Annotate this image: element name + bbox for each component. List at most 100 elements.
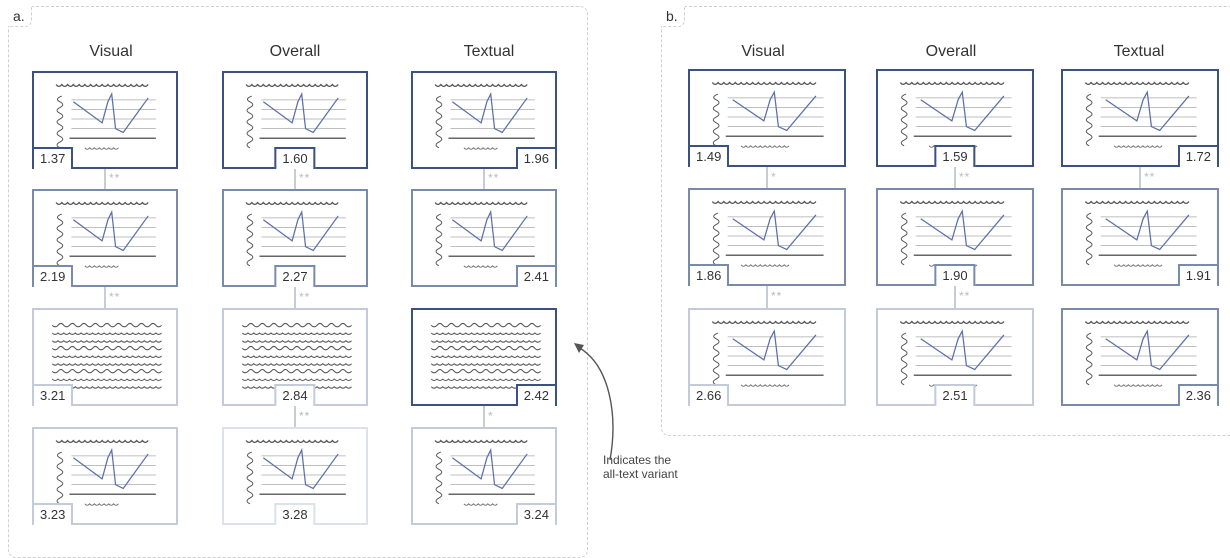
sketch-axis-squiggle [435, 213, 443, 267]
panel-b-card-r1-c3: 1.72 [1061, 69, 1219, 167]
sketch-axis-squiggle [435, 95, 443, 149]
sketch-axis-squiggle [900, 332, 908, 386]
sketch-caption-squiggle [463, 503, 498, 506]
panel-b-card-r2-c3: 1.91 [1061, 188, 1219, 286]
panel-b-score-r2-c2: 1.90 [934, 264, 976, 286]
sketch-text-line [430, 332, 541, 335]
sketch-title-squiggle [1084, 320, 1190, 325]
sketch-axis-squiggle [1085, 332, 1093, 386]
sketch-axis-squiggle [712, 212, 720, 266]
panel-a-card-sketch [434, 83, 535, 150]
panel-b-score-r3-c2: 2.51 [934, 384, 976, 406]
panel-b-significance-marker: ** [959, 289, 971, 303]
sketch-text-line [51, 339, 162, 343]
sketch-data-line [920, 329, 1005, 371]
panel-b-header-overall: Overall [925, 43, 977, 60]
panel-b-card-sketch [1084, 200, 1197, 267]
sketch-data-line [262, 91, 339, 134]
sketch-data-line [732, 329, 817, 371]
sketch-axis-squiggle [56, 213, 64, 267]
panel-a-card-sketch [241, 322, 352, 389]
sketch-data-line [1105, 329, 1190, 371]
sketch-axis-squiggle [246, 451, 254, 505]
panel-b-score-r3-c3: 2.36 [1177, 384, 1219, 406]
sketch-text-line [241, 362, 352, 366]
sketch-title-squiggle [434, 83, 528, 88]
panel-a-score-r4-c2: 3.28 [274, 503, 316, 525]
panel-b-card-r2-c1: 1.86 [688, 188, 846, 286]
panel-a-significance-marker: ** [109, 171, 121, 185]
sketch-axis-squiggle [56, 95, 64, 149]
panel-a-card-sketch [245, 201, 346, 268]
sketch-caption-squiggle [1113, 264, 1163, 267]
annotation-arrow [574, 343, 614, 461]
sketch-text-line [430, 355, 541, 359]
sketch-caption-squiggle [740, 264, 790, 267]
panel-a-score-r3-c1: 3.21 [32, 384, 74, 406]
panel-a-connector [294, 287, 296, 308]
panel-a-score-r1-c1: 1.37 [32, 147, 74, 169]
sketch-text-line [241, 378, 352, 382]
panel-b-card-r1-c2: 1.59 [876, 69, 1034, 167]
sketch-axis-squiggle [900, 212, 908, 266]
sketch-data-line [920, 209, 1005, 251]
panel-a-card-r3-c2: 2.84 [222, 308, 368, 406]
sketch-title-squiggle [1084, 81, 1190, 86]
panel-a-card-r1-c2: 1.60 [222, 71, 368, 169]
panel-b-significance-marker: ** [771, 289, 783, 303]
panel-b-significance-marker: * [771, 169, 777, 184]
sketch-text-line [241, 355, 352, 359]
panel-a-score-r4-c3: 3.24 [515, 503, 557, 525]
sketch-axis-squiggle [712, 332, 720, 386]
sketch-caption-squiggle [463, 265, 498, 268]
panel-a-card-sketch [434, 439, 535, 506]
sketch-text-line [51, 332, 162, 335]
annotation-text: Indicates the all-text variant [603, 453, 678, 481]
panel-b-score-r2-c3: 1.91 [1177, 264, 1219, 286]
panel-b-card-r2-c2: 1.90 [876, 188, 1034, 286]
panel-a-card-r1-c1: 1.37 [32, 71, 178, 169]
panel-a-card-r1-c3: 1.96 [411, 71, 557, 169]
sketch-data-line [732, 90, 817, 132]
panel-a-card-r2-c2: 2.27 [222, 189, 368, 287]
panel-a-card-sketch [55, 83, 156, 150]
sketch-data-line [72, 91, 149, 134]
sketch-text-line [241, 332, 352, 335]
sketch-text-line [51, 355, 162, 359]
panel-a-card-r3-c3: 2.42 [411, 308, 557, 406]
sketch-text-line [241, 368, 352, 374]
sketch-caption-squiggle [84, 265, 119, 268]
panel-b-connector [766, 286, 768, 308]
sketch-data-line [451, 209, 528, 252]
panel-a-score-r2-c2: 2.27 [274, 265, 316, 287]
sketch-text-line [241, 322, 352, 328]
panel-b: b. [661, 6, 1230, 436]
sketch-text-line [241, 345, 352, 351]
panel-a-significance-marker: ** [299, 289, 311, 304]
sketch-title-squiggle [899, 320, 1005, 325]
sketch-data-line [262, 447, 339, 490]
sketch-text-line [430, 362, 541, 366]
sketch-text-line [430, 339, 541, 343]
panel-b-score-r2-c1: 1.86 [688, 264, 730, 286]
sketch-text-line [430, 368, 541, 374]
sketch-title-squiggle [434, 201, 528, 206]
sketch-axis-squiggle [900, 93, 908, 147]
panel-b-header-visual: Visual [741, 43, 785, 60]
sketch-title-squiggle [245, 83, 339, 88]
sketch-caption-squiggle [1113, 384, 1163, 387]
panel-b-card-sketch [711, 200, 824, 267]
annotation-line-1: Indicates the [603, 453, 672, 467]
panel-b-score-r1-c2: 1.59 [934, 145, 976, 167]
sketch-data-line [1105, 209, 1190, 251]
sketch-text-line [51, 345, 162, 351]
sketch-title-squiggle [245, 201, 339, 206]
sketch-text-line [430, 345, 541, 351]
sketch-data-line [1105, 90, 1190, 132]
panel-b-connector [766, 167, 768, 188]
panel-a-significance-marker: * [488, 408, 494, 423]
sketch-title-squiggle [899, 200, 1005, 205]
sketch-text-line [430, 322, 541, 328]
sketch-data-line [262, 209, 339, 252]
sketch-title-squiggle [55, 439, 149, 444]
